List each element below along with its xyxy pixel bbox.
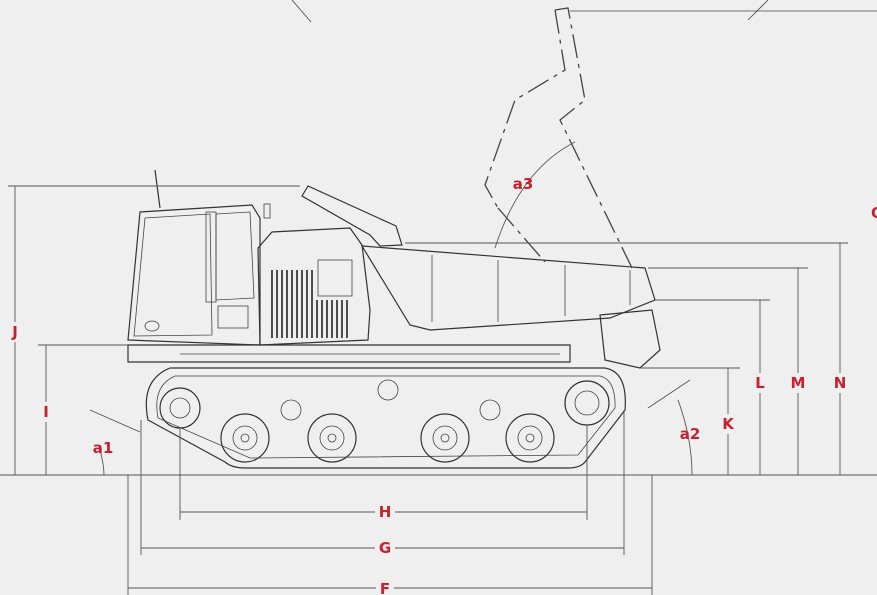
label-i: I: [43, 403, 49, 421]
label-a1: a1: [93, 439, 114, 457]
road-wheel: [505, 413, 555, 463]
raised-bed-outline: [484, 9, 566, 209]
road-wheel: [307, 413, 357, 463]
cab-light: [144, 320, 160, 332]
dump-bed: [360, 245, 656, 331]
sprocket: [159, 387, 201, 429]
cab-panel: [217, 305, 249, 329]
antenna: [154, 169, 161, 209]
label-j: J: [11, 323, 18, 341]
tailgate: [599, 309, 661, 369]
label-m: M: [791, 374, 806, 392]
angle-a2-arc: [677, 399, 693, 476]
idler-wheel: [564, 380, 610, 426]
angle-a1-line: [89, 409, 141, 433]
engine-hatch: [317, 259, 353, 297]
track: [145, 367, 626, 469]
angle-a1-arc: [99, 449, 105, 476]
cab-window: [215, 211, 255, 301]
angle-a3-arc: [494, 141, 576, 249]
label-o: O: [871, 204, 877, 222]
label-h: H: [379, 503, 392, 521]
raised-bed-outline: [554, 7, 633, 269]
road-wheel: [220, 413, 270, 463]
label-g: G: [379, 539, 391, 557]
mirror: [263, 203, 271, 219]
label-l: L: [755, 374, 765, 392]
raised-bed-outline: [497, 207, 546, 263]
vehicle: [127, 7, 661, 469]
angle-a2-line: [647, 379, 691, 409]
label-a2: a2: [680, 425, 701, 443]
road-wheel: [420, 413, 470, 463]
engine-housing: [257, 227, 371, 346]
canopy: [301, 185, 403, 247]
engine-grille: [271, 270, 348, 338]
cab-pillar: [205, 211, 217, 303]
leader-line: [747, 0, 769, 21]
chassis: [127, 344, 571, 363]
carrier-roller: [280, 379, 501, 421]
track-inner: [156, 375, 616, 459]
label-n: N: [834, 374, 847, 392]
label-k: K: [722, 415, 735, 433]
leader-line: [291, 0, 312, 23]
label-f: F: [380, 580, 390, 595]
label-a3: a3: [513, 175, 534, 193]
dimension-labels: J I a1 a2 a3 K L M N H G F O: [6, 175, 877, 595]
cab-window: [133, 213, 213, 337]
cab: [127, 204, 261, 346]
